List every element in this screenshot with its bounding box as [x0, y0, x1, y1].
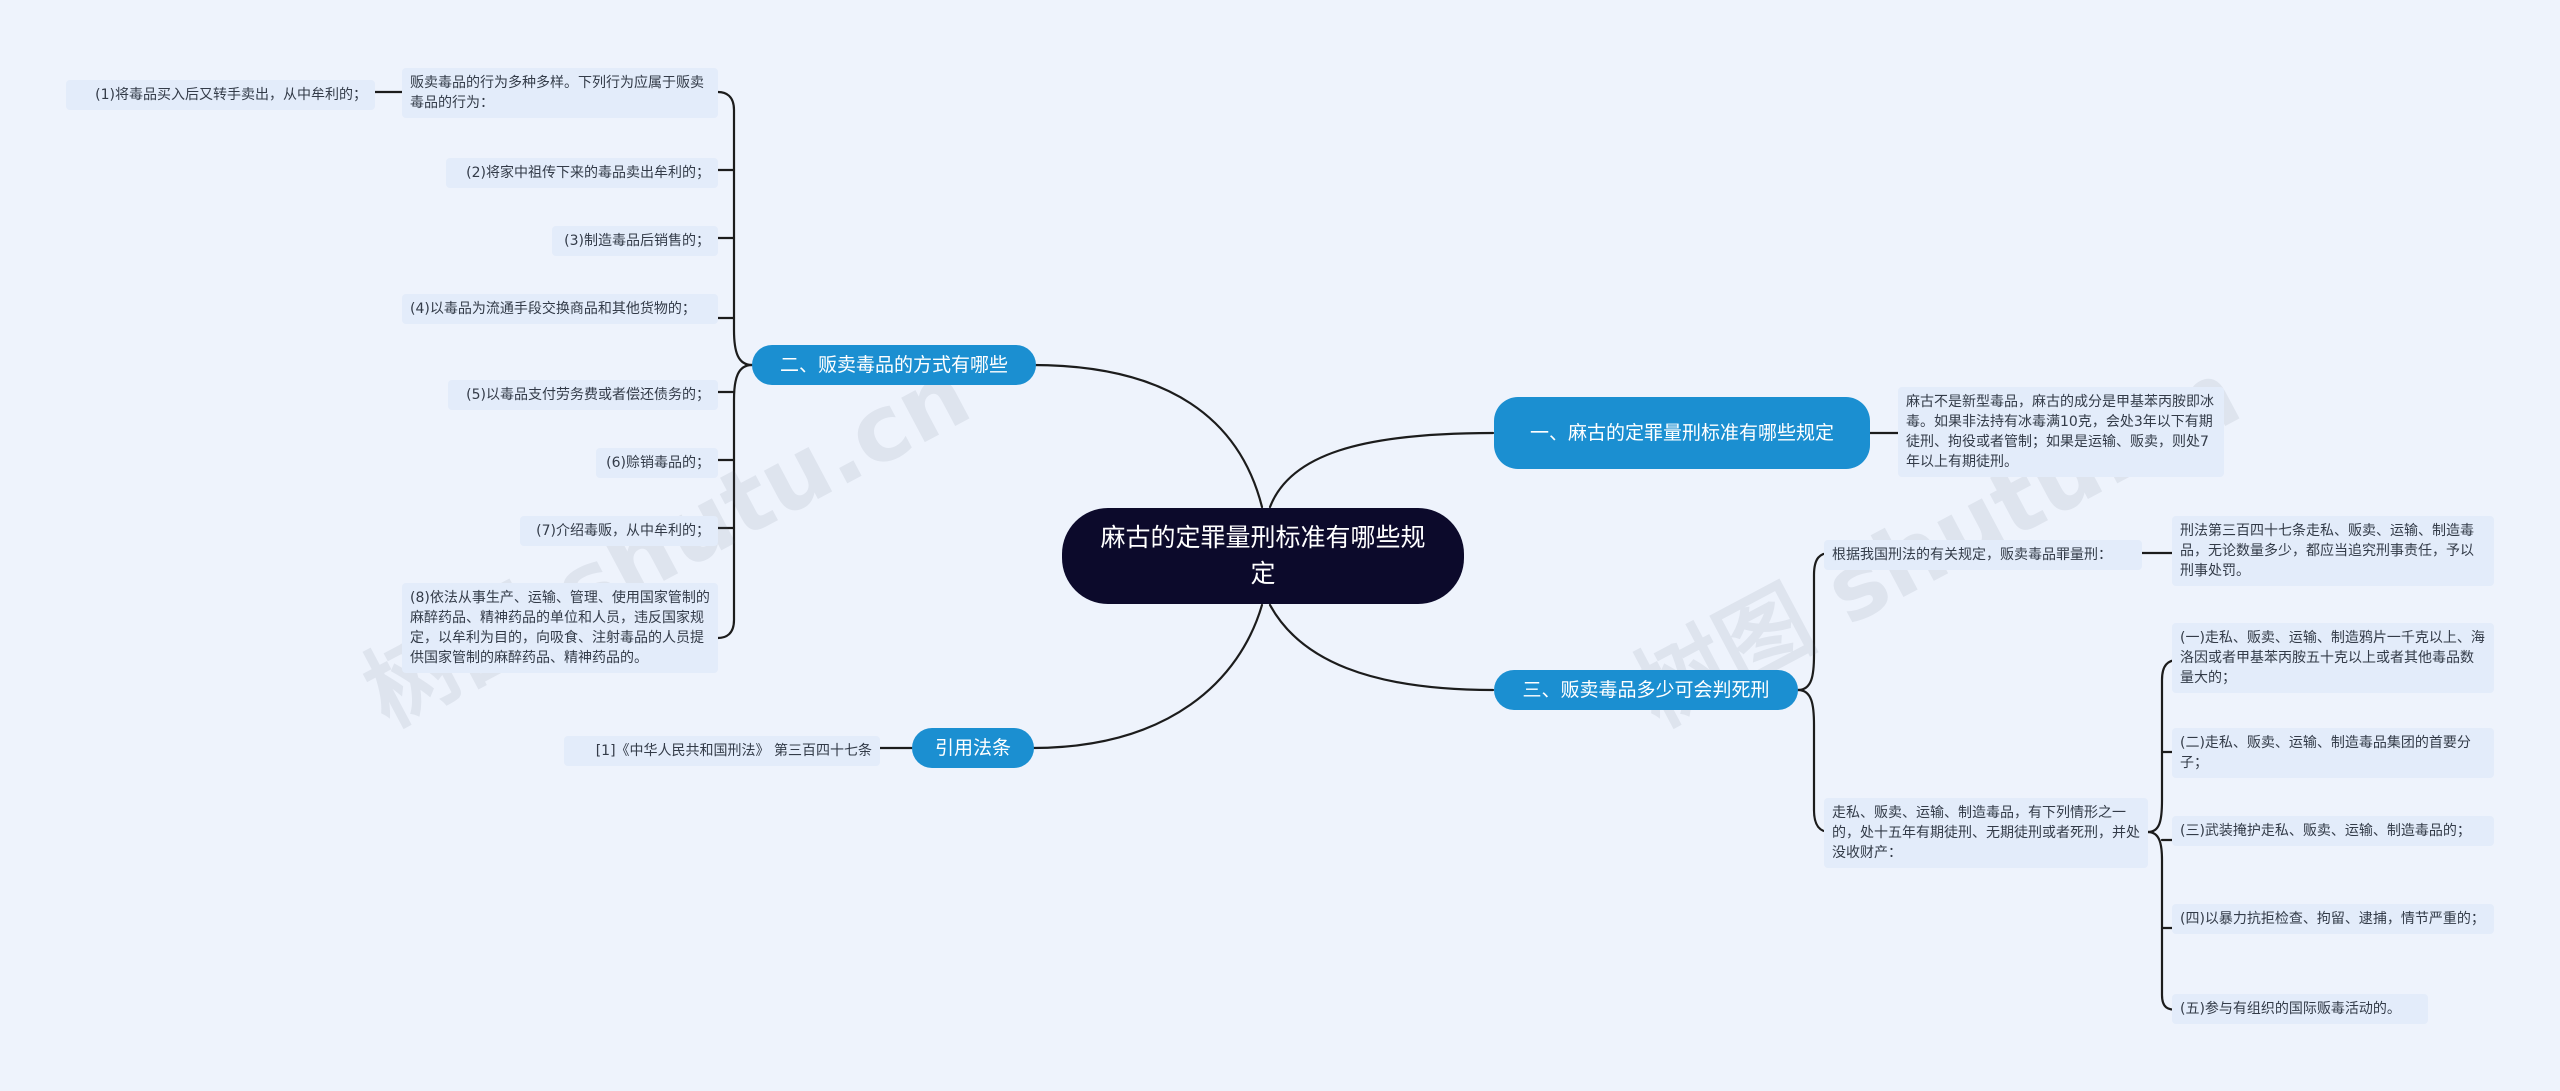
leaf-condition-5[interactable]: (五)参与有组织的国际贩毒活动的。	[2172, 994, 2428, 1024]
leaf-method-8[interactable]: (8)依法从事生产、运输、管理、使用国家管制的麻醉药品、精神药品的单位和人员，违…	[402, 583, 718, 673]
link-b3-trunk-down	[1796, 688, 1832, 834]
leaf-death-penalty-conditions[interactable]: 走私、贩卖、运输、制造毒品，有下列情形之一的，处十五年有期徒刑、无期徒刑或者死刑…	[1824, 798, 2148, 868]
leaf-condition-4[interactable]: (四)以暴力抗拒检查、拘留、逮捕，情节严重的；	[2172, 904, 2494, 934]
leaf-method-7[interactable]: (7)介绍毒贩，从中牟利的；	[520, 516, 718, 546]
leaf-condition-3[interactable]: (三)武装掩护走私、贩卖、运输、制造毒品的；	[2172, 816, 2494, 846]
leaf-criminal-law-reference[interactable]: [1]《中华人民共和国刑法》 第三百四十七条	[564, 736, 880, 766]
leaf-legal-basis[interactable]: 根据我国刑法的有关规定，贩卖毒品罪量刑：	[1824, 540, 2142, 570]
leaf-method-1[interactable]: (1)将毒品买入后又转手卖出，从中牟利的；	[66, 80, 375, 110]
branch-label: 引用法条	[934, 736, 1011, 759]
root-topic-label: 麻古的定罪量刑标准有哪些规定	[1100, 523, 1426, 588]
link-root-b4	[1030, 603, 1264, 750]
link-cond-trunk-up	[2146, 658, 2180, 834]
link-b2-trunk	[716, 90, 754, 367]
branch-label: 一、麻古的定罪量刑标准有哪些规定	[1530, 421, 1835, 444]
branch-death-penalty[interactable]: 三、贩卖毒品多少可会判死刑	[1494, 670, 1798, 710]
link-root-b3	[1268, 603, 1495, 692]
leaf-method-6[interactable]: (6)赊销毒品的；	[596, 448, 718, 478]
leaf-legal-basis-detail[interactable]: 刑法第三百四十七条走私、贩卖、运输、制造毒品，无论数量多少，都应当追究刑事责任，…	[2172, 516, 2494, 586]
branch-cited-law[interactable]: 引用法条	[912, 728, 1034, 768]
leaf-condition-2[interactable]: (二)走私、贩卖、运输、制造毒品集团的首要分子；	[2172, 728, 2494, 778]
leaf-magu-explanation[interactable]: 麻古不是新型毒品，麻古的成分是甲基苯丙胺即冰毒。如果非法持有冰毒满10克，会处3…	[1898, 387, 2224, 477]
leaf-method-4[interactable]: (4)以毒品为流通手段交换商品和其他货物的；	[402, 294, 718, 324]
link-b2-trunk-low	[716, 363, 754, 640]
link-root-b1	[1268, 431, 1495, 509]
branch-label: 三、贩卖毒品多少可会判死刑	[1522, 678, 1770, 701]
branch-label: 二、贩卖毒品的方式有哪些	[779, 353, 1008, 376]
link-root-b2	[1030, 363, 1264, 509]
branch-trafficking-methods[interactable]: 二、贩卖毒品的方式有哪些	[752, 345, 1036, 385]
leaf-method-5[interactable]: (5)以毒品支付劳务费或者偿还债务的；	[448, 380, 718, 410]
leaf-method-3[interactable]: (3)制造毒品后销售的；	[552, 226, 718, 256]
link-b3-trunk-up	[1796, 551, 1832, 692]
leaf-condition-1[interactable]: (一)走私、贩卖、运输、制造鸦片一千克以上、海洛因或者甲基苯丙胺五十克以上或者其…	[2172, 623, 2494, 693]
branch-sentencing-standard[interactable]: 一、麻古的定罪量刑标准有哪些规定	[1494, 397, 1870, 469]
leaf-trafficking-intro[interactable]: 贩卖毒品的行为多种多样。下列行为应属于贩卖毒品的行为：	[402, 68, 718, 118]
root-topic[interactable]: 麻古的定罪量刑标准有哪些规定	[1062, 508, 1464, 604]
leaf-method-2[interactable]: (2)将家中祖传下来的毒品卖出牟利的；	[446, 158, 718, 188]
